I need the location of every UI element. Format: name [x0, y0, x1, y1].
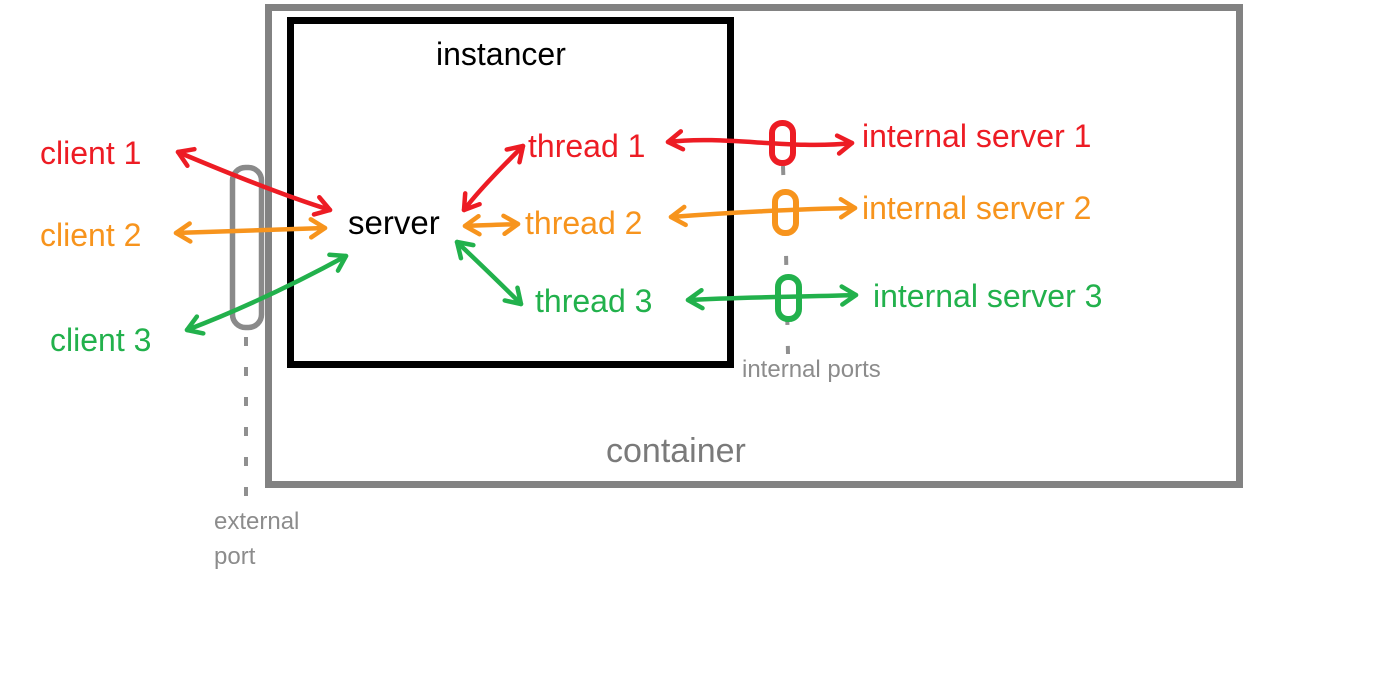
container-label: container — [606, 432, 746, 470]
internal-server-2-label: internal server 2 — [862, 190, 1092, 226]
thread-1-label: thread 1 — [528, 128, 646, 164]
instancer-label: instancer — [436, 36, 566, 72]
external-port-label-line2: port — [214, 543, 256, 570]
container-box — [265, 4, 1243, 488]
external-port-label-line1: external — [214, 508, 300, 535]
client-1-label: client 1 — [40, 135, 142, 171]
internal-server-3-label: internal server 3 — [873, 278, 1103, 314]
server-label: server — [348, 204, 440, 241]
internal-server-1-label: internal server 1 — [862, 118, 1092, 154]
external-port-shape — [229, 164, 265, 331]
client-2-label: client 2 — [40, 217, 142, 253]
internal-ports-label: internal ports — [742, 356, 881, 383]
thread-3-label: thread 3 — [535, 283, 653, 319]
thread-2-label: thread 2 — [525, 205, 643, 241]
client-3-label: client 3 — [50, 322, 152, 358]
